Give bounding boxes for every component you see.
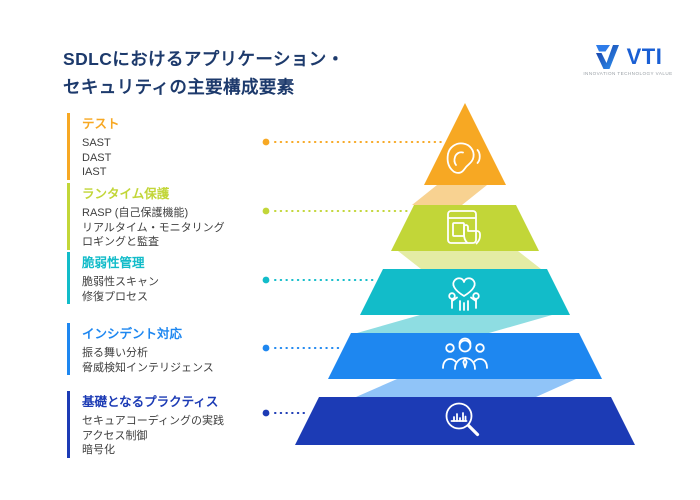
level-heading: ランタイム保護 [82, 187, 170, 201]
pyramid-ribbon-2 [398, 251, 541, 269]
page-title-line1: SDLCにおけるアプリケーション・ [63, 48, 345, 69]
level-item: 暗号化 [82, 444, 115, 456]
magnifier-analytics-icon [445, 402, 480, 437]
pyramid-level-runtime-protection [391, 205, 539, 251]
ear-listening-icon [446, 142, 481, 174]
page-title-line2: セキュリティの主要構成要素 [63, 77, 295, 98]
level-item: DAST [82, 151, 112, 164]
heart-care-team-icon [448, 277, 480, 311]
level-item: ロギングと監査 [82, 236, 159, 248]
level-label-vulnerability-management: 脆弱性管理 脆弱性スキャン 修復プロセス [67, 252, 159, 304]
pyramid-level-vulnerability-management [360, 269, 570, 315]
level-heading: 脆弱性管理 [82, 256, 145, 270]
level-item: セキュアコーディングの実践 [82, 415, 225, 427]
window-click-icon [447, 210, 481, 245]
leader-line-incident-response [262, 344, 340, 352]
level-item: リアルタイム・モニタリング [82, 221, 225, 234]
pyramid-ribbon-1 [412, 185, 487, 205]
level-item: SAST [82, 137, 111, 149]
level-item: RASP (自己保護機能) [82, 207, 189, 219]
pyramid-ribbon-3 [357, 315, 552, 333]
pyramid-ribbon-4 [356, 379, 576, 397]
level-label-foundational-practices: 基礎となるプラクティス セキュアコーディングの実践 アクセス制御 暗号化 [67, 391, 224, 458]
pyramid-level-incident-response [328, 333, 602, 379]
level-heading: テスト [82, 117, 120, 131]
level-label-incident-response: インシデント対応 振る舞い分析 脅威検知インテリジェンス [67, 323, 214, 375]
level-label-runtime-protection: ランタイム保護 RASP (自己保護機能) リアルタイム・モニタリング ロギング… [67, 183, 225, 250]
level-heading: 基礎となるプラクティス [82, 395, 219, 409]
leader-line-runtime-protection [262, 207, 408, 215]
leader-line-vulnerability-management [262, 276, 374, 284]
leader-line-testing [262, 138, 442, 146]
level-item: 振る舞い分析 [82, 347, 148, 359]
level-label-testing: テスト SAST DAST IAST [67, 113, 120, 180]
leader-line-foundational-practices [262, 409, 308, 417]
vti-logo-text: VTI [626, 44, 663, 69]
vti-logo-tagline: INNOVATION TECHNOLOGY VALUE [583, 71, 673, 76]
level-item: 脅威検知インテリジェンス [82, 361, 214, 374]
vti-logo: VTI INNOVATION TECHNOLOGY VALUE [580, 44, 676, 76]
vti-logo-mark-icon [595, 45, 619, 69]
level-item: 脆弱性スキャン [82, 276, 159, 288]
page-title: SDLCにおけるアプリケーション・ セキュリティの主要構成要素 [63, 45, 345, 102]
level-item: アクセス制御 [82, 429, 148, 442]
level-heading: インシデント対応 [82, 327, 183, 341]
level-item: 修復プロセス [82, 290, 148, 303]
level-item: IAST [82, 166, 107, 178]
team-icon [442, 337, 488, 370]
